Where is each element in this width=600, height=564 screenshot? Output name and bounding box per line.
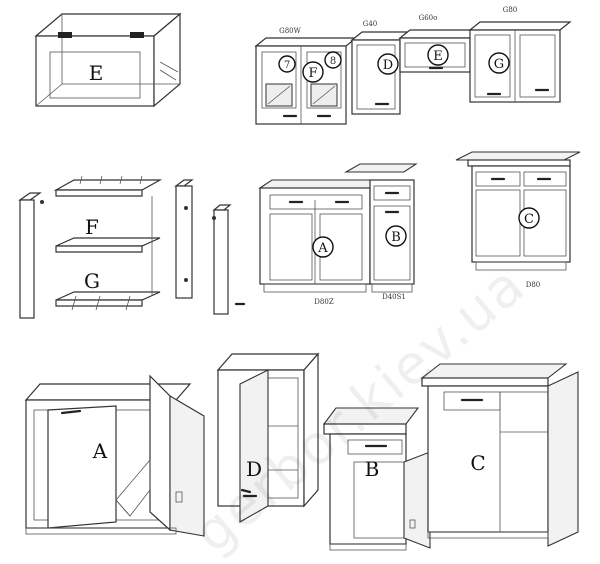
explode-upper-cabinet: E <box>34 12 182 108</box>
label-c-bottom: C <box>470 451 485 475</box>
marker-b-base: B <box>391 230 401 245</box>
code-g80: G80 <box>503 6 518 14</box>
marker-f-wall: F <box>308 66 317 81</box>
code-g40: G40 <box>363 20 378 28</box>
marker-c-base: C <box>524 212 534 227</box>
label-d-bottom: D <box>246 457 262 481</box>
code-d80z: D80Z <box>314 298 334 306</box>
code-d40s1: D40S1 <box>382 293 406 301</box>
cabinet-a-open: A <box>24 374 205 537</box>
code-g60o: G60o <box>419 14 438 22</box>
label-g-exploded: G <box>84 269 100 293</box>
marker-8: 8 <box>330 56 336 67</box>
base-unit-d80: C D80 <box>455 151 581 289</box>
marker-d-wall: D <box>383 58 393 73</box>
label-b-bottom: B <box>365 457 380 481</box>
label-e-exploded: E <box>89 61 104 85</box>
label-f-exploded: F <box>85 215 99 239</box>
explode-shelves: F G <box>18 175 246 319</box>
code-d80: D80 <box>526 281 541 289</box>
code-g80w: G80W <box>279 27 301 35</box>
marker-e-wall: E <box>433 49 443 64</box>
base-units-pair: A B D80Z D40S1 <box>258 163 418 306</box>
label-a-bottom: A <box>92 439 108 463</box>
cabinet-d-open: D <box>216 352 320 523</box>
marker-g-wall: G <box>494 57 504 72</box>
marker-7: 7 <box>284 60 290 71</box>
cabinet-c-open: C <box>420 363 579 547</box>
cabinet-b-open: B <box>322 407 431 551</box>
wall-units: G80W G40 G60o G80 7 F 8 D E <box>254 6 572 125</box>
marker-a-base: A <box>317 241 328 256</box>
